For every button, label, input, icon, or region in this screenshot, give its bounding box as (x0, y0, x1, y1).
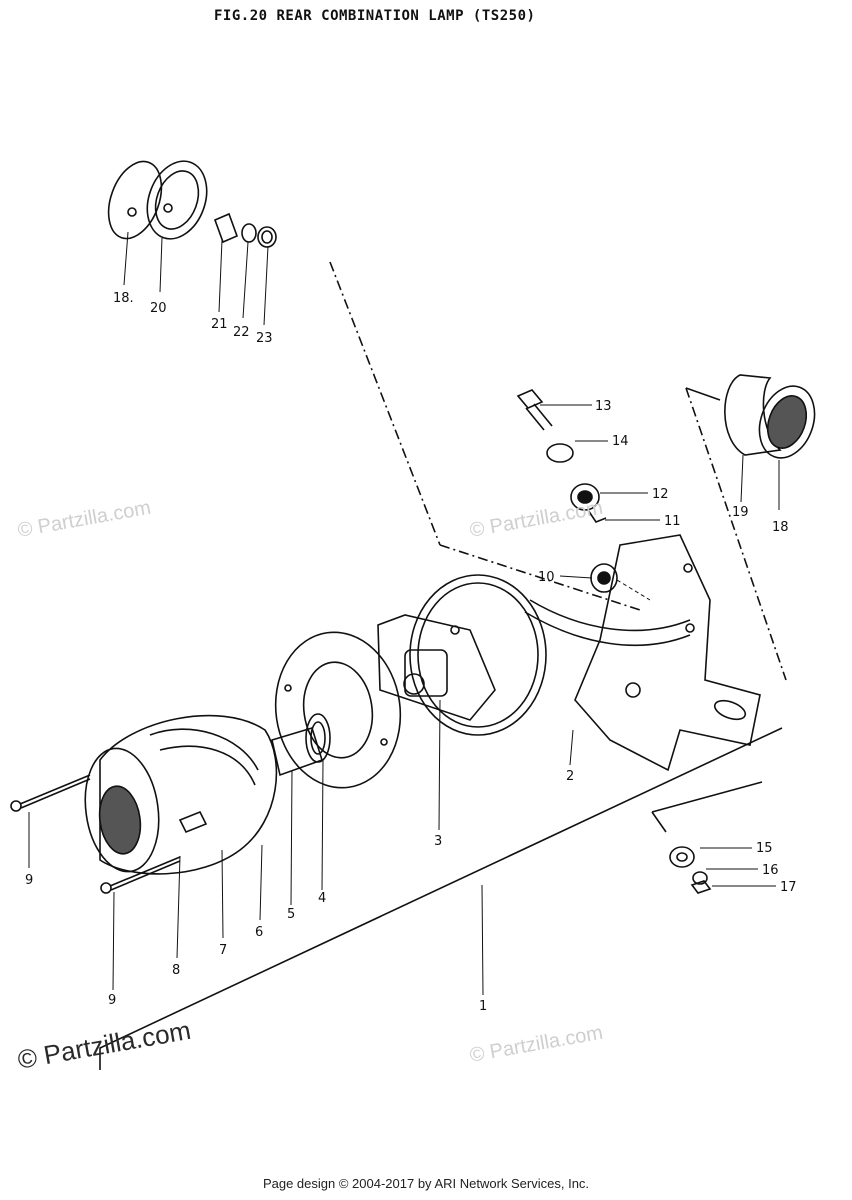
callout-2: 2 (566, 769, 574, 784)
callout-5: 5 (287, 907, 295, 922)
assembly-frame-line (99, 727, 783, 1070)
callout-14: 14 (612, 434, 629, 449)
callout-19: 19 (732, 505, 749, 520)
callout-leaders (28, 231, 780, 996)
lamp-lens-housing (84, 714, 278, 875)
lens-gasket (274, 631, 402, 789)
callout-22: 22 (233, 325, 250, 340)
callout-12: 12 (652, 487, 669, 502)
callout-16: 16 (762, 863, 779, 878)
callout-23: 23 (256, 331, 273, 346)
lamp-bracket (524, 534, 761, 772)
callout-6: 6 (255, 925, 263, 940)
callout-3: 3 (434, 834, 442, 849)
frame-dash-right (685, 387, 787, 681)
callout-7: 7 (219, 943, 227, 958)
callout-9-lower: 9 (108, 993, 116, 1008)
lamp-bulb (271, 713, 331, 777)
frame-dash-left (329, 261, 441, 546)
frame-line-top (685, 387, 721, 401)
callout-11: 11 (664, 514, 681, 529)
frame-dash-mid (439, 544, 641, 611)
callout-4: 4 (318, 891, 326, 906)
callout-21: 21 (211, 317, 228, 332)
diagram-title: FIG.20 REAR COMBINATION LAMP (TS250) (214, 8, 536, 24)
bolt-and-washers (516, 389, 618, 593)
callout-18: 18. (113, 291, 134, 306)
callout-1: 1 (479, 999, 487, 1014)
callout-17: 17 (780, 880, 797, 895)
callout-9-upper: 9 (25, 873, 33, 888)
lens-screws (10, 774, 181, 894)
lamp-base-plate (377, 574, 547, 736)
frame-line-lower-b (651, 811, 667, 833)
side-reflector (724, 374, 816, 459)
page-footer: Page design © 2004-2017 by ARI Network S… (262, 1176, 590, 1191)
frame-line-lower (651, 781, 763, 813)
callout-18-right: 18 (772, 520, 789, 535)
lens-assembly-top (107, 160, 277, 248)
callout-10: 10 (538, 570, 555, 585)
callout-labels: 18. 20 21 22 23 13 14 12 11 10 19 18 2 3… (25, 291, 797, 1014)
callout-15: 15 (756, 841, 773, 856)
callout-20: 20 (150, 301, 167, 316)
callout-8: 8 (172, 963, 180, 978)
nut-set (669, 846, 712, 894)
callout-13: 13 (595, 399, 612, 414)
